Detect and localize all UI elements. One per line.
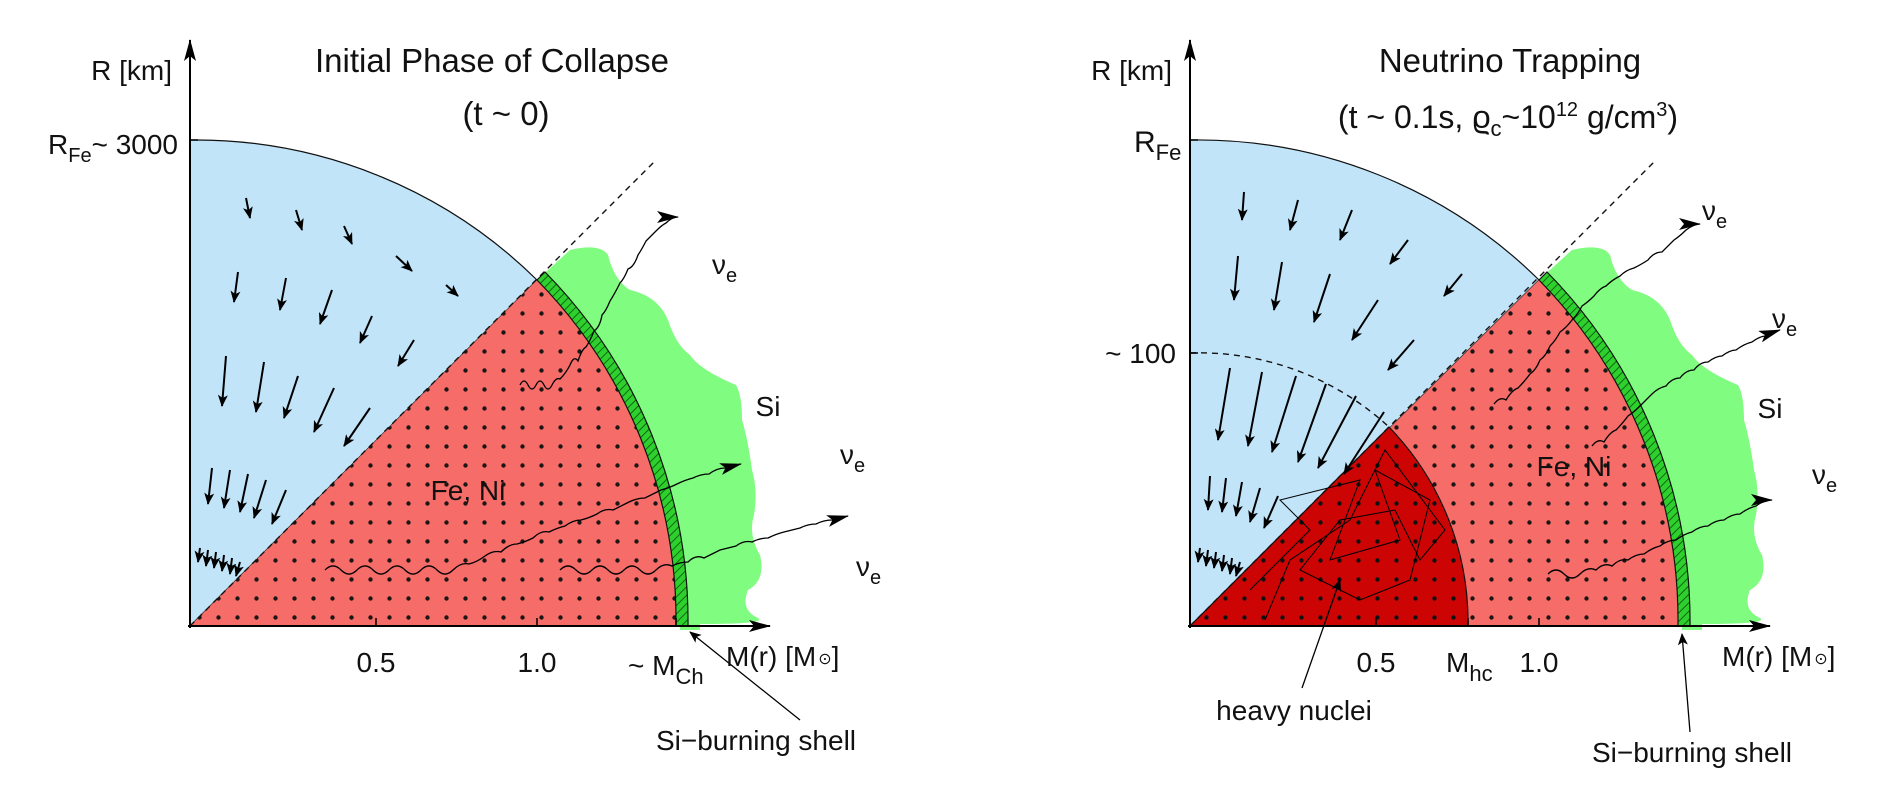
panel1-subtitle: (t ~ 0): [462, 95, 549, 132]
x-tick-label-1.0: 1.0: [518, 647, 557, 678]
neutrino-label-4: νe: [1702, 195, 1727, 233]
neutrino-label-6: νe: [1812, 459, 1837, 497]
shell-label: Si−burning shell: [656, 725, 856, 756]
neutrino-label-2: νe: [840, 439, 865, 477]
solar-mass-symbol-2: ⊙: [1814, 651, 1827, 668]
mhc-label: Mhc: [1446, 647, 1493, 686]
x-tick-label-0.5-2: 0.5: [1357, 647, 1396, 678]
x-axis-label: M(r) [M⊙]: [726, 641, 839, 672]
envelope-label-2: Si: [1758, 393, 1783, 424]
core-label: Fe, Ni: [431, 475, 506, 506]
neutrino-paths: [324, 211, 849, 575]
infall-arrows-2: [1194, 191, 1463, 577]
infalling-region: [189, 139, 538, 628]
panel-initial-collapse: Initial Phase of Collapse (t ~ 0) R [km]…: [48, 39, 881, 756]
y-marker-rfe: RFe~ 3000: [48, 129, 178, 167]
neutrino-label-3: νe: [856, 551, 881, 589]
trapped-neutrino-path: [1249, 449, 1446, 621]
infalling-region-2: [1189, 139, 1540, 628]
panel2-subtitle: (t ~ 0.1s, ϱc~1012 g/cm3): [1338, 99, 1678, 141]
neutrino-label-5: νe: [1772, 303, 1797, 341]
y-axis-label-2: R [km]: [1091, 55, 1172, 86]
x-tick-label-1.0-2: 1.0: [1520, 647, 1559, 678]
inner-core-label: heavy nuclei: [1216, 695, 1372, 726]
neutrino-label-1: νe: [712, 249, 737, 287]
shell-pointer-arrow-2: [1677, 633, 1691, 733]
y-axis-label: R [km]: [91, 55, 172, 86]
neutrino-paths-2: [1493, 218, 1781, 579]
envelope-label: Si: [756, 391, 781, 422]
shell-pointer-arrow: [689, 631, 801, 721]
x-tick-label-0.5: 0.5: [357, 647, 396, 678]
panel-neutrino-trapping: Neutrino Trapping (t ~ 0.1s, ϱc~1012 g/c…: [1091, 39, 1837, 768]
x-axis-label-2: M(r) [M⊙]: [1722, 641, 1835, 672]
shell-label-2: Si−burning shell: [1592, 737, 1792, 768]
y-marker-rfe-2: RFe: [1134, 126, 1181, 165]
infall-arrows: [194, 197, 459, 577]
mch-label: ~ MCh: [628, 650, 704, 689]
panel1-title: Initial Phase of Collapse: [315, 42, 669, 79]
heavy-nuclei-pointer: [1301, 579, 1342, 689]
panel2-title: Neutrino Trapping: [1379, 42, 1641, 79]
core-label-2: Fe, Ni: [1537, 451, 1612, 482]
solar-mass-symbol: ⊙: [818, 651, 831, 668]
y-marker-100: ~ 100: [1105, 338, 1176, 369]
trapping-radius-arc: [1189, 352, 1390, 428]
